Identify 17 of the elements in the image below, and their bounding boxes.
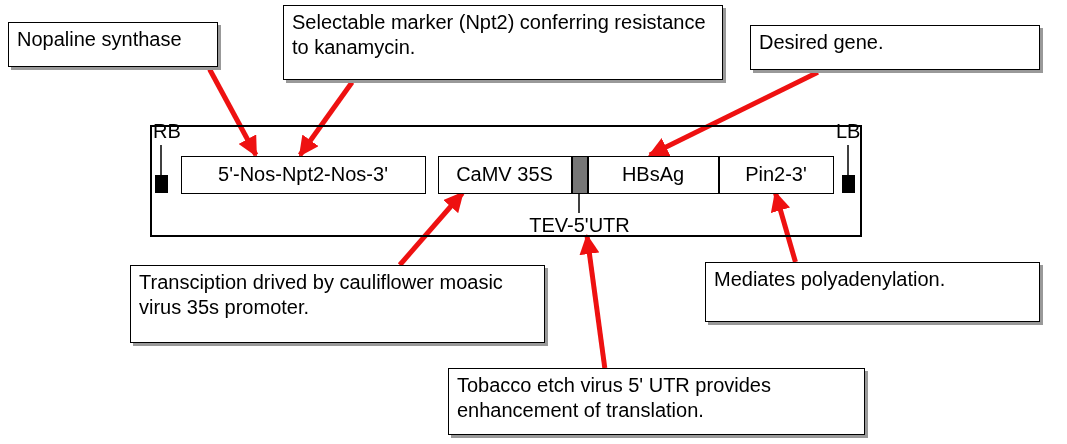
callout-box: Transciption drived by cauliflower moasic virus 35s promoter. <box>130 265 545 343</box>
gene-segment: 5'-Nos-Npt2-Nos-3' <box>180 155 426 194</box>
callout-box: Mediates polyadenylation. <box>705 262 1040 322</box>
arrow <box>207 68 259 157</box>
segment-label: TEV-5'UTR <box>512 213 647 237</box>
gene-segment: CaMV 35S <box>437 155 572 194</box>
arrow <box>579 234 608 369</box>
arrow <box>648 70 819 158</box>
callout-box: Nopaline synthase <box>8 22 218 67</box>
leader-line <box>578 192 580 214</box>
gene-segment: HBsAg <box>587 155 719 194</box>
gene-segment: Pin2-3' <box>718 155 834 194</box>
callout-box: Tobacco etch virus 5' UTR provides enhancement of translation. <box>448 368 865 435</box>
callout-box: Desired gene. <box>750 25 1040 70</box>
arrow <box>298 80 355 157</box>
callout-box: Selectable marker (Npt2) conferring resistance to kanamycin. <box>283 5 723 80</box>
construct-box <box>150 125 862 237</box>
